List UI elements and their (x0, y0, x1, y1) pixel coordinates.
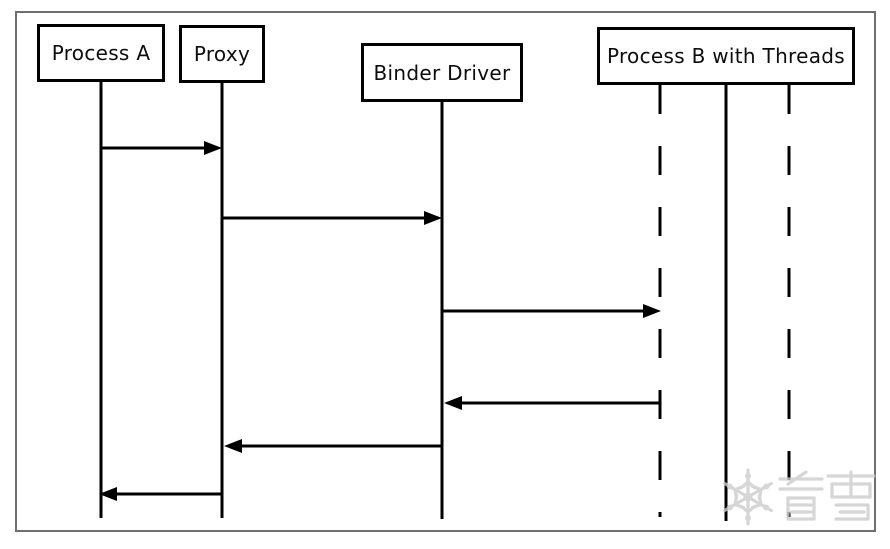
actor-box-process-a: Process A (37, 24, 165, 82)
arrowhead-process-a-to-proxy (204, 141, 222, 155)
snowflake-icon (723, 468, 773, 526)
watermark (723, 468, 876, 526)
watermark-char-2 (826, 470, 876, 521)
actor-box-process-b: Process B with Threads (597, 27, 855, 85)
arrowhead-proxy-to-binder-driver (424, 211, 442, 225)
arrowhead-binder-driver-to-proxy (224, 439, 242, 453)
actor-box-binder-driver: Binder Driver (361, 43, 523, 102)
arrowhead-proxy-to-process-a (99, 487, 117, 501)
actor-label-binder-driver: Binder Driver (373, 60, 511, 85)
arrowhead-binder-driver-to-process-b (643, 304, 661, 318)
actor-label-process-a: Process A (51, 41, 151, 65)
actor-label-process-b: Process B with Threads (606, 44, 846, 68)
actor-box-proxy: Proxy (179, 25, 265, 83)
arrowhead-process-b-to-binder-driver (444, 396, 462, 410)
actor-label-proxy: Proxy (193, 42, 251, 66)
watermark-char-1 (778, 470, 824, 521)
diagram-frame (15, 11, 876, 532)
